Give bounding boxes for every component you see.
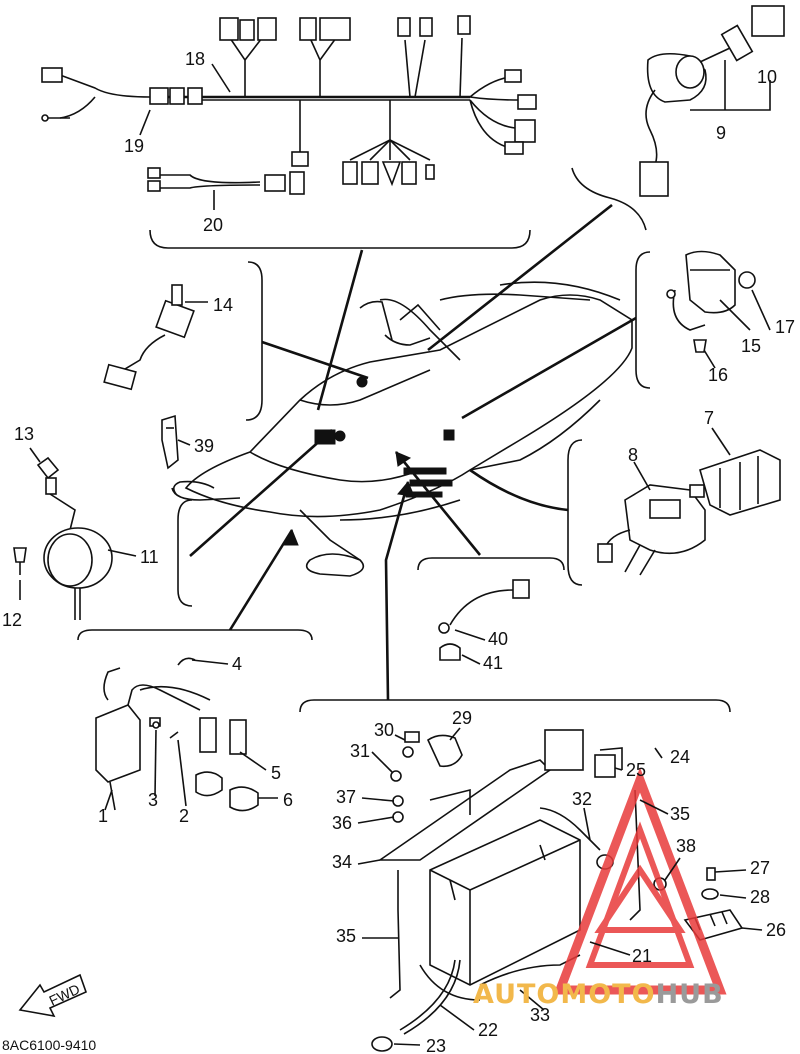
callout-14: 14 (213, 295, 233, 315)
callout-35a: 35 (670, 804, 690, 824)
relay-group (438, 579, 530, 661)
callout-5: 5 (271, 763, 281, 783)
callout-38: 38 (676, 836, 696, 856)
snowmobile-outline (171, 281, 633, 577)
callout-36: 36 (332, 813, 352, 833)
callout-33: 33 (530, 1005, 550, 1025)
callout-13: 13 (14, 424, 34, 444)
callout-7: 7 (704, 408, 714, 428)
horn (13, 456, 113, 620)
callout-19: 19 (124, 136, 144, 156)
callout-3: 3 (148, 790, 158, 810)
leader-lines (189, 203, 637, 701)
callout-12: 12 (2, 610, 22, 630)
group-brackets (77, 167, 731, 713)
watermark-text-b: HUB (656, 979, 724, 1010)
callout-15: 15 (741, 336, 761, 356)
callout-40: 40 (488, 629, 508, 649)
battery-group (371, 729, 744, 1052)
ignition-coil-group (95, 657, 259, 812)
thermo-sensor (161, 414, 179, 470)
watermark-text-a: AUTOMOTO (473, 979, 656, 1010)
callout-23: 23 (426, 1036, 446, 1054)
callout-4: 4 (232, 654, 242, 674)
callout-16: 16 (708, 365, 728, 385)
callout-24: 24 (670, 747, 690, 767)
callout-35b: 35 (336, 926, 356, 946)
callout-11: 11 (140, 547, 159, 567)
watermark-logo (553, 767, 727, 995)
callout-20: 20 (203, 215, 223, 235)
cdi-unit (597, 449, 781, 576)
fwd-label: FWD (47, 981, 83, 1009)
callout-1: 1 (98, 806, 108, 826)
wire-harness (41, 15, 537, 195)
callout-32: 32 (572, 789, 592, 809)
callout-29: 29 (452, 708, 472, 728)
main-switch (639, 5, 785, 197)
callout-17: 17 (775, 317, 795, 337)
callout-39: 39 (194, 436, 214, 456)
callout-10: 10 (757, 67, 777, 87)
callout-2: 2 (179, 806, 189, 826)
callout-labels: 1 2 3 4 5 6 7 8 9 10 11 12 13 14 15 16 1… (2, 49, 795, 1054)
callout-31: 31 (350, 741, 370, 761)
callout-leaders (19, 63, 771, 1046)
callout-37: 37 (336, 787, 356, 807)
callout-6: 6 (283, 790, 293, 810)
callout-27: 27 (750, 858, 770, 878)
drawing-code: 8AC6100-9410 (2, 1037, 96, 1053)
fwd-arrow (18, 973, 88, 1018)
callout-9: 9 (716, 123, 726, 143)
voltage-regulator (666, 250, 756, 353)
watermark-text: AUTOMOTOHUB (473, 979, 724, 1010)
engine-stop-switch (103, 284, 195, 391)
callout-41: 41 (483, 653, 503, 673)
callout-8: 8 (628, 445, 638, 465)
callout-30: 30 (374, 720, 394, 740)
callout-22: 22 (478, 1020, 498, 1040)
callout-21: 21 (632, 946, 652, 966)
callout-28: 28 (750, 887, 770, 907)
callout-26: 26 (766, 920, 786, 940)
callout-18: 18 (185, 49, 205, 69)
callout-34: 34 (332, 852, 352, 872)
callout-25: 25 (626, 760, 646, 780)
